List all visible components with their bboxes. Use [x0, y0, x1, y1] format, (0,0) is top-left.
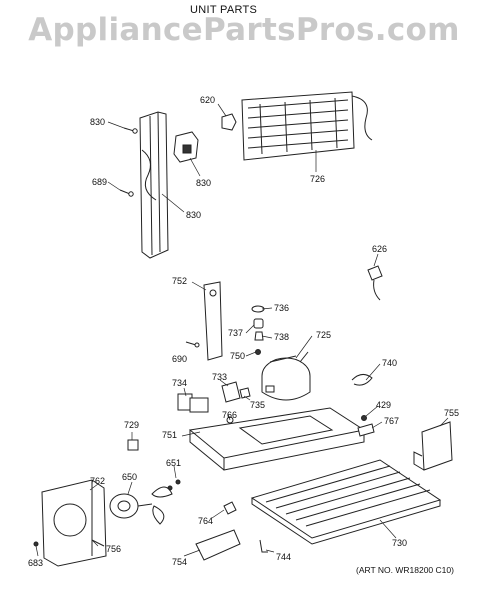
part-733[interactable] — [221, 381, 241, 403]
part-738[interactable] — [254, 331, 264, 341]
label-762: 762 — [90, 476, 105, 486]
part-429[interactable] — [361, 415, 367, 421]
label-740: 740 — [382, 358, 397, 368]
part-fan-blade[interactable] — [151, 486, 173, 525]
part-830-channel[interactable] — [139, 111, 169, 259]
part-762-shroud[interactable] — [41, 479, 107, 567]
label-683: 683 — [28, 558, 43, 568]
part-734-relay[interactable] — [189, 397, 209, 413]
label-651: 651 — [166, 458, 181, 468]
label-756: 756 — [106, 544, 121, 554]
label-737: 737 — [228, 328, 243, 338]
label-429: 429 — [376, 400, 391, 410]
part-735[interactable] — [239, 387, 251, 399]
part-830-screw[interactable] — [123, 127, 138, 134]
label-650: 650 — [122, 472, 137, 482]
part-744[interactable] — [259, 539, 268, 553]
part-751-base[interactable] — [188, 407, 366, 471]
part-725-compressor[interactable] — [261, 351, 311, 401]
part-626[interactable] — [367, 265, 383, 301]
label-830-channel: 830 — [186, 210, 201, 220]
part-750[interactable] — [255, 349, 261, 355]
label-830-screw: 830 — [90, 117, 105, 127]
label-726: 726 — [310, 174, 325, 184]
label-736: 736 — [274, 303, 289, 313]
part-754-tray[interactable] — [195, 529, 241, 561]
label-734: 734 — [172, 378, 187, 388]
label-750: 750 — [230, 351, 245, 361]
part-650-fan-motor[interactable] — [109, 493, 153, 519]
label-751: 751 — [162, 430, 177, 440]
diagram-title: UNIT PARTS — [190, 4, 258, 16]
label-689: 689 — [92, 177, 107, 187]
part-620[interactable] — [221, 113, 237, 131]
part-737[interactable] — [253, 318, 264, 329]
art-number: (ART NO. WR18200 C10) — [356, 565, 454, 575]
part-729[interactable] — [127, 439, 139, 451]
label-690: 690 — [172, 354, 187, 364]
label-620: 620 — [200, 95, 215, 105]
leader-lines — [35, 103, 449, 557]
label-738: 738 — [274, 332, 289, 342]
part-756[interactable] — [91, 539, 105, 547]
part-755[interactable] — [413, 421, 453, 471]
label-764: 764 — [198, 516, 213, 526]
part-764[interactable] — [223, 501, 237, 515]
part-726-condenser[interactable] — [241, 91, 373, 161]
label-733: 733 — [212, 372, 227, 382]
label-752: 752 — [172, 276, 187, 286]
label-725: 725 — [316, 330, 331, 340]
label-830-relay-bracket: 830 — [196, 178, 211, 188]
part-830-relay-bracket[interactable] — [173, 131, 199, 163]
part-730-evaporator[interactable] — [250, 459, 442, 545]
part-690-screw[interactable] — [185, 341, 200, 348]
label-754: 754 — [172, 557, 187, 567]
part-767[interactable] — [357, 423, 375, 437]
part-740[interactable] — [351, 374, 373, 386]
label-755: 755 — [444, 408, 459, 418]
watermark: AppliancePartsPros.com — [28, 12, 460, 48]
label-767: 767 — [384, 416, 399, 426]
part-683-screw[interactable] — [33, 541, 39, 547]
label-626: 626 — [372, 244, 387, 254]
part-752-bracket[interactable] — [203, 281, 223, 361]
label-730: 730 — [392, 538, 407, 548]
part-689-screw[interactable] — [119, 189, 134, 197]
label-744: 744 — [276, 552, 291, 562]
part-651[interactable] — [167, 479, 181, 491]
label-729: 729 — [124, 420, 139, 430]
label-766: 766 — [222, 410, 237, 420]
label-735: 735 — [250, 400, 265, 410]
